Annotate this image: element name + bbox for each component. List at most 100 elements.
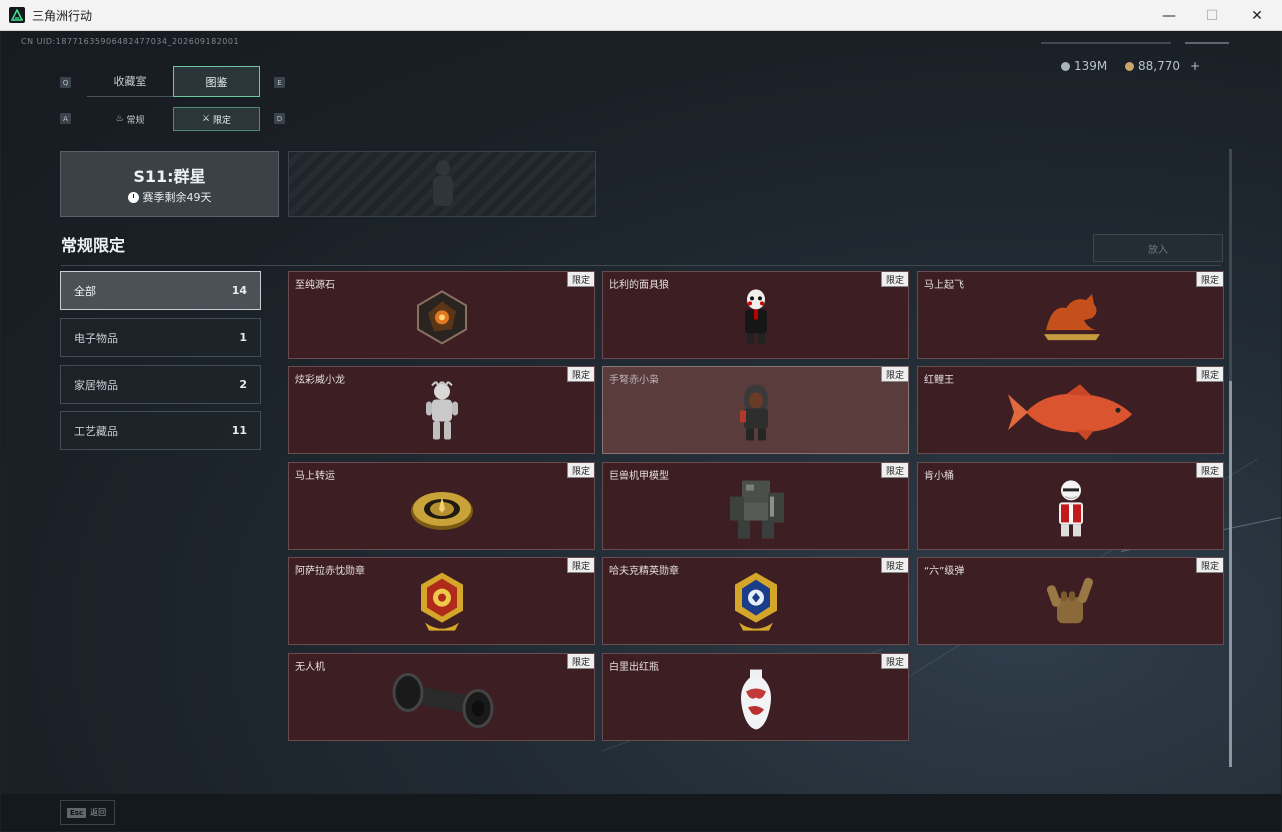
collection-item[interactable]: 阿萨拉赤忱勋章 限定 (288, 557, 595, 645)
category-count: 11 (231, 424, 247, 437)
maximize-button[interactable]: ☐ (1205, 7, 1219, 24)
back-label: 返回 (90, 808, 107, 817)
close-button[interactable]: ✕ (1251, 7, 1263, 24)
season-banner[interactable] (288, 151, 596, 217)
red-medal-icon (420, 572, 463, 631)
limited-badge: 限定 (567, 463, 594, 478)
season-remaining-text: 赛季剩余49天 (142, 191, 212, 204)
currency-gold-value: 88,770 (1138, 59, 1180, 73)
key-hint-e: E (274, 77, 285, 88)
collection-item[interactable]: 马上起飞 限定 (917, 271, 1224, 359)
put-in-button[interactable]: 放入 (1093, 234, 1223, 262)
category-label: 全部 (74, 284, 96, 298)
tab-label: 图鉴 (205, 75, 228, 89)
season-card[interactable]: S11:群星 赛季剩余49天 (60, 151, 279, 217)
category-label: 家居物品 (74, 378, 118, 392)
limited-badge: 限定 (1196, 272, 1223, 287)
item-name: 手弩赤小枭 (609, 375, 659, 386)
collection-item[interactable]: “六”级弹 限定 (917, 557, 1224, 645)
section-divider (61, 265, 1221, 266)
hand-sign-icon (1046, 577, 1093, 624)
item-name: 肯小桶 (924, 471, 954, 482)
collection-item[interactable]: 无人机 限定 (288, 653, 595, 741)
game-area: CN UID:18771635906482477034_202609182001… (1, 31, 1281, 831)
mech-model-icon (729, 480, 784, 539)
key-hint-a: A (60, 113, 71, 124)
key-hint-q: Q (60, 77, 71, 88)
category-count: 14 (231, 284, 247, 297)
collection-item[interactable]: 至纯源石 限定 (288, 271, 595, 359)
collection-item[interactable]: 炫彩威小龙 限定 (288, 366, 595, 454)
limited-badge: 限定 (567, 558, 594, 573)
silhouette-figure-icon (433, 160, 453, 206)
category-count: 2 (239, 378, 247, 391)
app-logo-icon (9, 7, 25, 23)
top-divider (1041, 42, 1171, 44)
item-name: 无人机 (295, 662, 325, 673)
currency-silver[interactable]: 139M (1061, 59, 1107, 73)
limited-badge: 限定 (881, 272, 908, 287)
currency-silver-value: 139M (1074, 59, 1108, 73)
limited-badge: 限定 (1196, 558, 1223, 573)
section-title: 常规限定 (61, 236, 126, 255)
blue-medal-icon (734, 572, 777, 631)
tab-collection-room[interactable]: 收藏室 (87, 66, 173, 97)
season-title: S11:群星 (133, 167, 206, 186)
silver-coin-icon (1061, 61, 1070, 71)
limited-badge: 限定 (881, 654, 908, 669)
top-divider (1185, 42, 1229, 44)
collection-item[interactable]: 白里出红瓶 限定 (602, 653, 909, 741)
collection-item[interactable]: 红鲤王 限定 (917, 366, 1224, 454)
category-all[interactable]: 全部 14 (60, 271, 261, 310)
collection-item[interactable]: 比利的面具狼 限定 (602, 271, 909, 359)
subtab-regular[interactable]: ♨ 常规 (87, 107, 173, 131)
puppet-figure-icon (744, 289, 767, 345)
crossed-swords-icon: ⚔ (201, 114, 211, 124)
item-name: 阿萨拉赤忱勋章 (295, 566, 365, 577)
subtab-label: 常规 (126, 115, 145, 126)
flame-icon: ♨ (115, 114, 124, 124)
silver-figure-icon (425, 381, 458, 440)
clock-icon (127, 191, 139, 203)
item-name: 比利的面具狼 (609, 280, 669, 291)
item-name: 哈夫克精英勋章 (609, 566, 679, 577)
limited-badge: 限定 (1196, 463, 1223, 478)
collection-item[interactable]: 巨兽机甲模型 限定 (602, 462, 909, 550)
porcelain-vase-icon (740, 669, 771, 730)
key-hint-d: D (274, 113, 285, 124)
minimize-button[interactable]: — (1162, 7, 1176, 24)
bucket-figure-icon (1058, 480, 1083, 537)
collection-item[interactable]: 哈夫克精英勋章 限定 (602, 557, 909, 645)
tab-codex[interactable]: 图鉴 (173, 66, 260, 97)
category-label: 工艺藏品 (74, 424, 118, 438)
item-name: 红鲤王 (924, 375, 954, 386)
item-name: 白里出红瓶 (609, 662, 659, 673)
collection-item[interactable]: 肯小桶 限定 (917, 462, 1224, 550)
tab-label: 收藏室 (113, 75, 147, 88)
scrollbar-thumb[interactable] (1229, 381, 1232, 767)
back-button[interactable]: Esc 返回 (60, 800, 115, 825)
limited-badge: 限定 (567, 367, 594, 382)
esc-key-hint: Esc (67, 807, 87, 818)
subtab-limited[interactable]: ⚔ 限定 (173, 107, 260, 131)
item-name: “六”级弹 (924, 566, 965, 577)
gem-icon (416, 290, 467, 345)
limited-badge: 限定 (1196, 367, 1223, 382)
horse-statue-icon (1043, 294, 1100, 341)
category-count: 1 (239, 331, 247, 344)
item-name: 至纯源石 (295, 280, 335, 291)
limited-badge: 限定 (881, 367, 908, 382)
carp-fish-icon (1007, 384, 1132, 441)
add-currency-button[interactable]: + (1190, 59, 1201, 73)
currency-gold[interactable]: 88,770 + (1125, 59, 1200, 73)
category-household[interactable]: 家居物品 2 (60, 365, 261, 404)
collection-item[interactable]: 马上转运 限定 (288, 462, 595, 550)
hooded-figure-icon (739, 384, 768, 441)
item-name: 马上转运 (295, 471, 335, 482)
user-uid: CN UID:18771635906482477034_202609182001 (21, 37, 240, 46)
category-electronics[interactable]: 电子物品 1 (60, 318, 261, 357)
gold-compass-icon (410, 492, 473, 530)
item-name: 巨兽机甲模型 (609, 471, 669, 482)
collection-item[interactable]: 手弩赤小枭 限定 (602, 366, 909, 454)
category-crafts[interactable]: 工艺藏品 11 (60, 411, 261, 450)
